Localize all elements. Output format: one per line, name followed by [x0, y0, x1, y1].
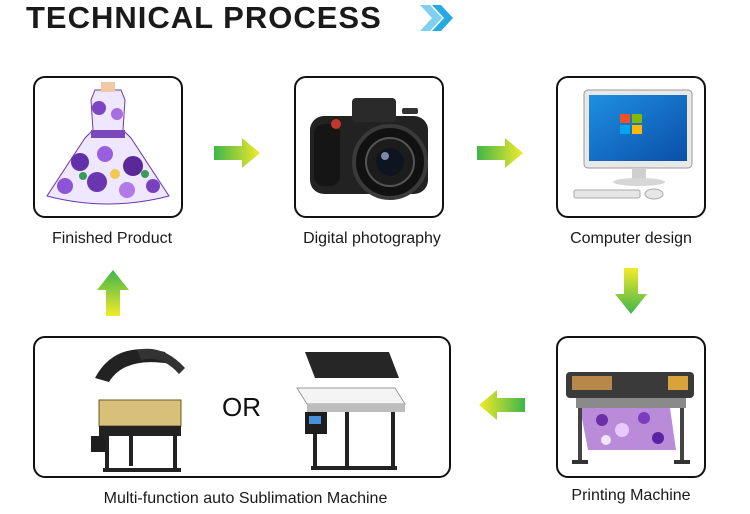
dress-image: [46, 82, 170, 205]
page-title: TECHNICAL PROCESS: [26, 0, 382, 35]
digital-photography-box: [294, 76, 444, 218]
flatbed-heat-press-image: [296, 352, 406, 470]
finished-product-label: Finished Product: [51, 230, 173, 247]
printer-image: [566, 372, 694, 464]
printing-machine-box: [556, 336, 706, 478]
arrow-up-icon: [97, 270, 129, 316]
or-label: OR: [222, 392, 261, 422]
computer-design-box: [556, 76, 706, 218]
arrow-left-icon: [479, 390, 525, 420]
heat-press-machine-image: [91, 348, 185, 472]
camera-image: [310, 98, 428, 200]
computer-image: [573, 89, 693, 200]
finished-product-box: [33, 76, 183, 218]
double-chevron-right-icon: [416, 2, 456, 34]
computer-design-label: Computer design: [570, 230, 692, 247]
sublimation-machine-box: [33, 336, 451, 478]
arrow-right-1-icon: [214, 138, 260, 168]
printing-machine-label: Printing Machine: [571, 487, 691, 504]
arrow-right-2-icon: [477, 138, 523, 168]
sublimation-machine-label: Multi-function auto Sublimation Machine: [103, 490, 388, 507]
arrow-down-icon: [615, 268, 647, 314]
digital-photography-label: Digital photography: [303, 230, 441, 247]
